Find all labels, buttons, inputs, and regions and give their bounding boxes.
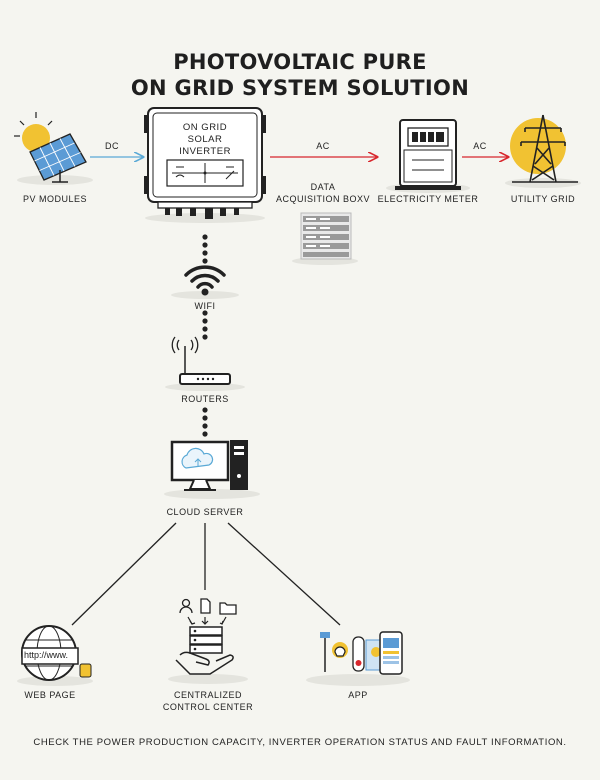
dotted-link-inverter-wifi	[202, 234, 208, 264]
control-center-icon	[168, 598, 248, 684]
control-center-label-line1: CENTRALIZED	[173, 690, 242, 700]
inverter-label-line3: INVERTER	[179, 146, 231, 157]
inverter-label-line1: ON GRID	[182, 122, 228, 133]
wifi-label: WIFI	[194, 301, 216, 311]
power-tower-icon	[505, 114, 581, 188]
app-label: APP	[348, 690, 368, 700]
pv-modules-label: PV MODULES	[22, 194, 87, 204]
data-acquisition-label-line1: DATA	[310, 182, 336, 192]
footer-caption: CHECK THE POWER PRODUCTION CAPACITY, INV…	[33, 737, 567, 748]
routers-label: ROUTERS	[181, 394, 229, 404]
electricity-meter-icon	[386, 119, 470, 193]
dotted-link-router-cloud	[202, 407, 208, 437]
solar-panel-icon	[14, 112, 93, 185]
control-center-label-line2: CONTROL CENTER	[162, 702, 254, 712]
cloud-links	[71, 522, 341, 626]
utility-grid-label: UTILITY GRID	[510, 194, 576, 204]
diagram-title-line1: PHOTOVOLTAIC PURE	[173, 50, 427, 74]
app-icon	[306, 631, 410, 686]
web-page-label: WEB PAGE	[24, 690, 76, 700]
router-icon	[165, 336, 245, 391]
computer-icon	[164, 440, 260, 499]
data-acquisition-label-line2: ACQUISITION BOXV	[275, 194, 370, 204]
dotted-link-wifi-router	[202, 310, 208, 340]
server-rack-icon	[292, 212, 358, 265]
wifi-icon	[171, 265, 239, 299]
dc-label: DC	[105, 141, 119, 151]
inverter-icon	[144, 107, 266, 223]
cloud-server-label: CLOUD SERVER	[166, 507, 244, 517]
ac-label-1: AC	[316, 141, 330, 151]
ac-label-2: AC	[473, 141, 487, 151]
web-page-url: http://www.	[24, 650, 69, 660]
diagram-title-line2: ON GRID SYSTEM SOLUTION	[130, 76, 470, 100]
browser-icon	[17, 625, 93, 686]
inverter-label-line2: SOLAR	[187, 134, 223, 145]
electricity-meter-label: ELECTRICITY METER	[377, 194, 479, 204]
